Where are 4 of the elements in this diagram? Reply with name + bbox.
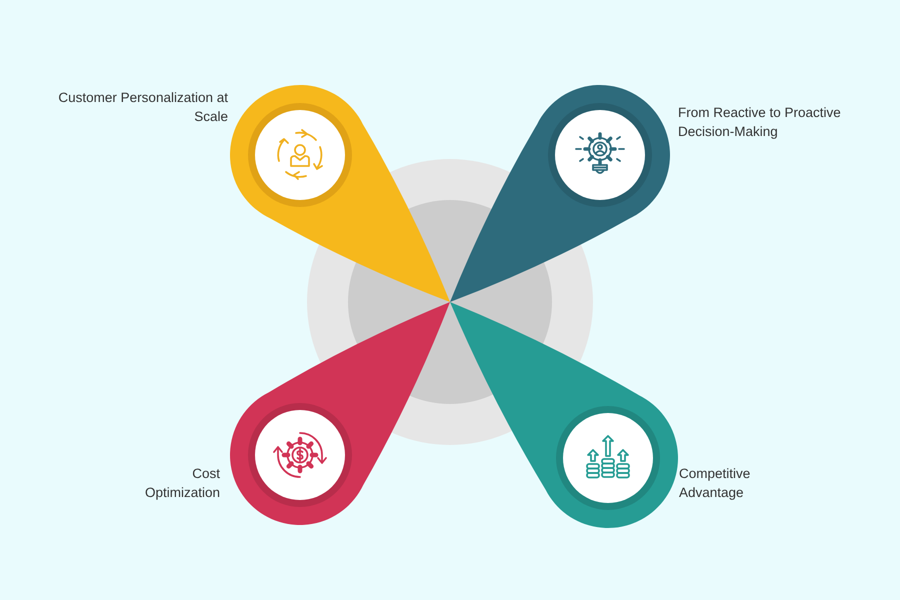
petal-label: From Reactive to Proactive Decision-Making: [678, 104, 842, 141]
petal-label: Cost Optimization: [144, 465, 220, 502]
petal-label: Customer Personalization at Scale: [58, 89, 228, 126]
petal-label: Competitive Advantage: [679, 465, 752, 502]
